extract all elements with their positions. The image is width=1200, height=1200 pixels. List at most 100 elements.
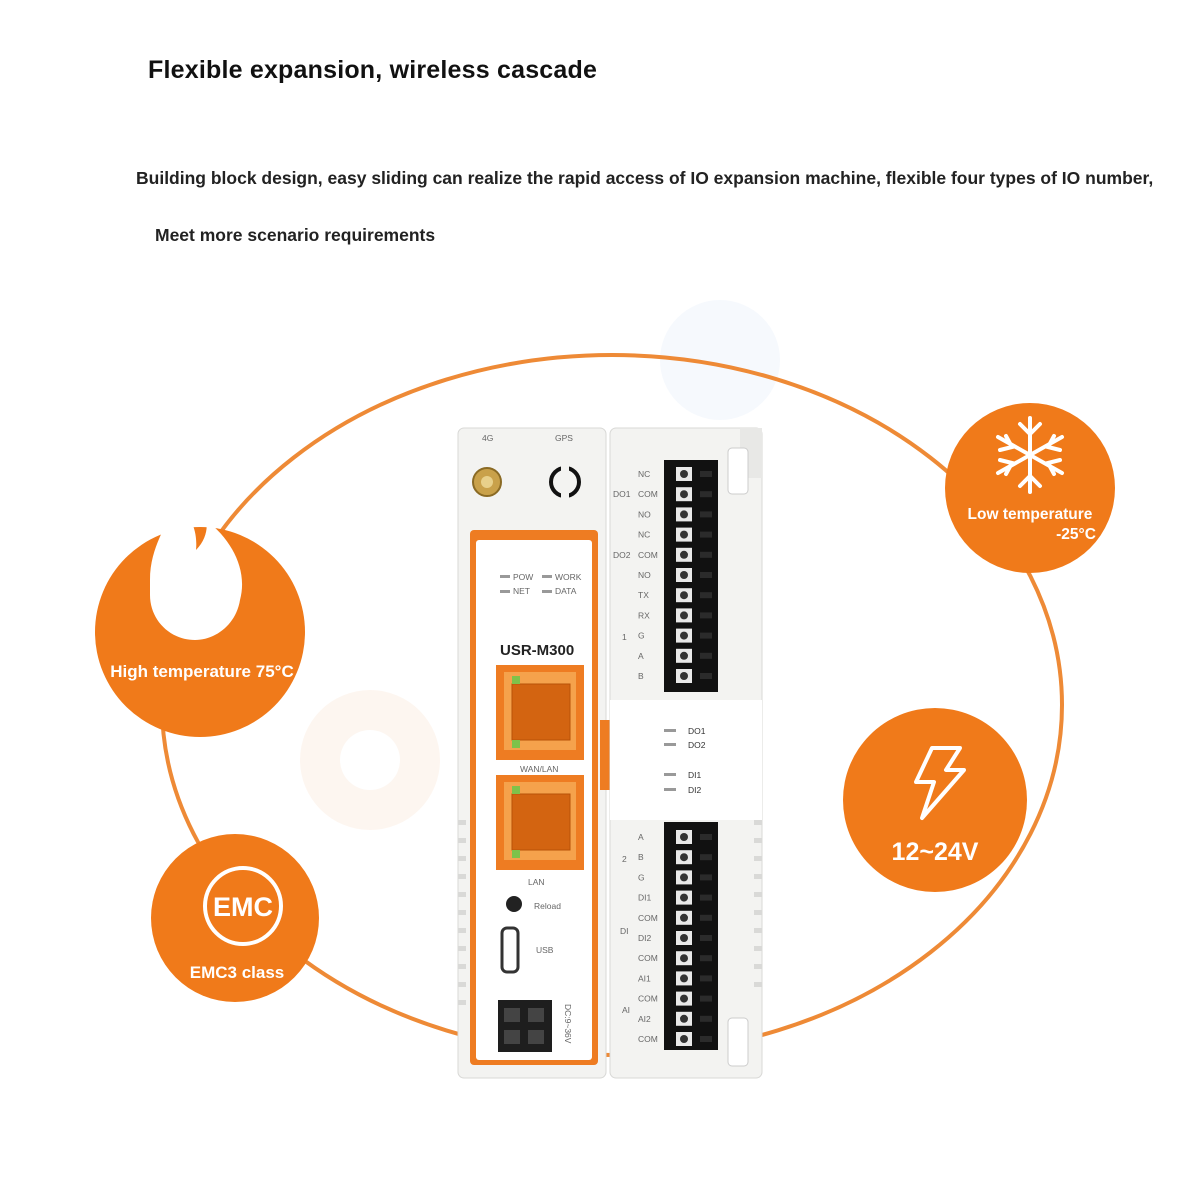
emc-logo-icon: EMC: [203, 866, 283, 946]
top-terminal-label-9: A: [638, 651, 644, 661]
usb-label: USB: [536, 945, 554, 955]
terminal-screw-head: [680, 571, 688, 579]
indicator-di1-label: DI1: [688, 770, 702, 780]
description: Building block design, easy sliding can …: [136, 168, 1154, 188]
terminal-slot: [700, 955, 712, 962]
group-do2-label: DO2: [613, 550, 631, 560]
bottom-terminal-label-4: COM: [638, 913, 658, 923]
terminal-screw-head: [680, 1035, 688, 1043]
bottom-terminal-label-6: COM: [638, 953, 658, 963]
usb-port[interactable]: [500, 926, 520, 974]
terminal-slot: [700, 914, 712, 921]
terminal-slot: [700, 995, 712, 1002]
emc-badge: [151, 834, 319, 1002]
terminal-slot: [700, 491, 712, 498]
top-terminal-label-6: TX: [638, 590, 649, 600]
terminal-screw-head: [680, 1014, 688, 1023]
terminal-slot: [700, 935, 712, 941]
terminal-slot: [700, 854, 712, 861]
reload-button[interactable]: [506, 896, 522, 912]
reload-label: Reload: [534, 901, 561, 911]
top-terminal-label-3: NC: [638, 530, 650, 540]
antenna-4g-label: 4G: [482, 433, 493, 443]
lightning-icon: [914, 746, 966, 820]
terminal-screw-head: [680, 530, 688, 539]
terminal-slot: [700, 551, 712, 558]
terminal-screw-head: [680, 833, 688, 841]
terminal-screw-head: [680, 510, 688, 519]
voltage-badge: [843, 708, 1027, 892]
terminal-slot: [700, 572, 712, 578]
terminal-slot: [700, 632, 712, 639]
terminal-screw-head: [680, 893, 688, 902]
terminal-screw-head: [680, 672, 688, 680]
bottom-terminal-label-5: DI2: [638, 933, 652, 943]
top-terminal-label-10: B: [638, 671, 644, 681]
top-terminal-label-8: G: [638, 631, 645, 641]
bottom-terminal-label-1: B: [638, 852, 644, 862]
description-line-2: Meet more scenario requirements: [155, 225, 436, 245]
terminal-screw-head: [680, 550, 688, 559]
wan-lan-label: WAN/LAN: [520, 764, 558, 774]
gps-label: GPS: [555, 433, 573, 443]
bottom-terminal-label-7: AI1: [638, 973, 651, 983]
led-pow-label: POW: [513, 572, 533, 582]
wan-lan-port[interactable]: [496, 665, 584, 760]
top-terminal-label-1: COM: [638, 489, 658, 499]
led-work-label: WORK: [555, 572, 582, 582]
terminal-slot: [700, 471, 712, 477]
terminal-slot: [700, 673, 712, 679]
device-usr-m300: 4G GPS POW WORK NET DATA USR-M300 WAN/LA…: [457, 427, 763, 1079]
power-label: DC:9~36V: [563, 1004, 573, 1044]
top-terminal-label-7: RX: [638, 610, 650, 620]
terminal-slot: [700, 894, 712, 901]
bottom-terminal-label-8: COM: [638, 994, 658, 1004]
din-clip-bottom: [727, 1017, 749, 1067]
group-do1-label: DO1: [613, 489, 631, 499]
led-data-label: DATA: [555, 586, 577, 596]
bottom-terminal-label-0: A: [638, 832, 644, 842]
bottom-terminal-label-9: AI2: [638, 1014, 651, 1024]
low-temp-label-2: -25°C: [1056, 526, 1096, 543]
terminal-screw-head: [680, 994, 688, 1003]
terminal-screw-head: [680, 611, 688, 620]
bottom-terminal-label-3: DI1: [638, 893, 652, 903]
terminal-screw-head: [680, 913, 688, 922]
group-di-label: DI: [620, 926, 629, 936]
power-terminal: [498, 1000, 552, 1052]
gps-icon: [549, 464, 581, 500]
group-1-label: 1: [622, 632, 627, 642]
low-temp-label-1: Low temperature: [967, 506, 1093, 523]
terminal-screw-head: [680, 934, 688, 942]
terminal-slot: [700, 874, 712, 881]
terminal-screw-head: [680, 853, 688, 862]
terminal-screw-head: [680, 470, 688, 478]
emc-logo-text: EMC: [213, 892, 273, 922]
terminal-screw-head: [680, 974, 688, 983]
top-terminal-label-2: NO: [638, 509, 651, 519]
terminal-slot: [700, 531, 712, 538]
terminal-slot: [700, 612, 712, 619]
lan-port[interactable]: [496, 775, 584, 870]
group-ai-label: AI: [622, 1005, 630, 1015]
din-clip-top: [727, 447, 749, 495]
terminal-screw-head: [680, 954, 688, 963]
top-terminal-label-4: COM: [638, 550, 658, 560]
terminal-screw-head: [680, 873, 688, 882]
bottom-terminal-label-10: COM: [638, 1034, 658, 1044]
led-net-label: NET: [513, 586, 530, 596]
page-title: Flexible expansion, wireless cascade: [148, 56, 598, 84]
terminal-screw-head: [680, 490, 688, 499]
background-gear-icon: [300, 300, 780, 830]
emc-class-label: EMC3 class: [189, 963, 285, 982]
bottom-terminal-label-2: G: [638, 872, 645, 882]
voltage-label: 12~24V: [891, 838, 979, 866]
indicator-do1-label: DO1: [688, 726, 706, 736]
high-temp-label: High temperature 75°C: [110, 662, 294, 681]
group-2-label: 2: [622, 854, 627, 864]
terminal-slot: [700, 1036, 712, 1042]
flame-icon: [150, 500, 243, 640]
terminal-screw-head: [680, 591, 688, 600]
terminal-slot: [700, 592, 712, 599]
